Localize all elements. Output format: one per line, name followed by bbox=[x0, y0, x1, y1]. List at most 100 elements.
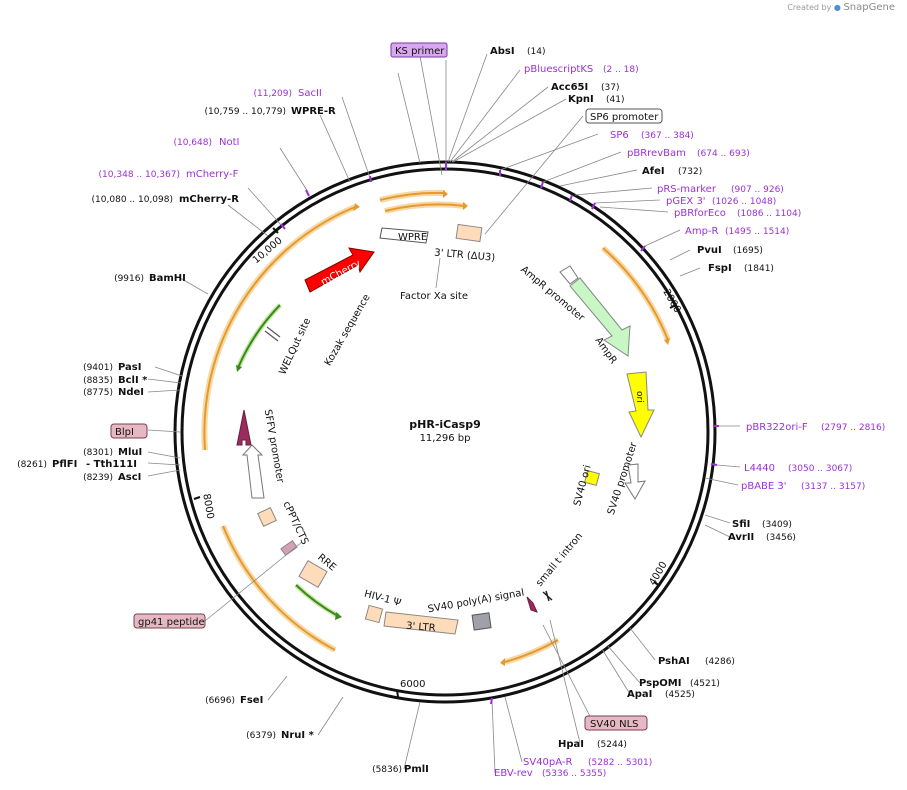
orf-arc-top-2-line bbox=[384, 203, 466, 212]
label-3ltr: 3' LTR bbox=[406, 621, 436, 635]
site-pshai[interactable]: PshAI bbox=[658, 656, 690, 667]
site-afei[interactable]: AfeI bbox=[642, 166, 665, 177]
site-acc65i[interactable]: Acc65I bbox=[551, 82, 588, 93]
snapgene-branding: Created by ● SnapGene bbox=[787, 2, 895, 13]
site-fsei[interactable]: FseI bbox=[240, 695, 263, 706]
sv40-nls-glyph[interactable] bbox=[526, 596, 538, 613]
gp41-peptide-label: gp41 peptide bbox=[138, 617, 205, 628]
ori-arrow[interactable] bbox=[626, 371, 655, 439]
primer-pgex3[interactable]: pGEX 3' bbox=[666, 196, 706, 207]
welqut-glyph[interactable] bbox=[264, 326, 281, 342]
site-asci-pos: (8239) bbox=[83, 473, 113, 483]
site-blpi[interactable]: NdeI bbox=[118, 387, 144, 398]
ampr-promoter-arrow[interactable] bbox=[559, 265, 579, 285]
site-ndei-pos: (8835) bbox=[83, 376, 113, 386]
primer-prs-marker[interactable]: pRS-marker bbox=[657, 184, 717, 195]
snapgene-name: SnapGene bbox=[843, 2, 895, 13]
label-wpre: WPRE bbox=[398, 232, 427, 243]
primer-mcherry-f-pos: (10,648) bbox=[173, 138, 212, 148]
sp6-promoter-box[interactable] bbox=[585, 108, 663, 124]
backbone-ticks bbox=[193, 227, 677, 698]
site-asci[interactable]: AscI bbox=[118, 472, 141, 483]
site-sfii-pos: (3409) bbox=[762, 520, 792, 530]
primer-pbrrevbam[interactable]: pBRrevBam bbox=[627, 148, 686, 159]
primer-l4440[interactable]: L4440 bbox=[744, 463, 775, 474]
ltr-box[interactable] bbox=[383, 611, 459, 635]
primer-amp-r[interactable]: Amp-R bbox=[685, 226, 719, 237]
site-bamhi[interactable]: mCherry-R bbox=[179, 194, 239, 205]
primer-pbr322ori-f[interactable]: pBR322ori-F bbox=[746, 422, 808, 433]
site-pshai-pos: (4286) bbox=[705, 657, 735, 667]
orf-arc-bottom-left-line bbox=[222, 525, 336, 651]
site-pasi[interactable]: BamHI bbox=[149, 273, 186, 284]
wpre-box[interactable] bbox=[379, 227, 429, 244]
primer-pbrrevbam-pos: (674 .. 693) bbox=[697, 149, 750, 159]
site-sfii[interactable]: SfiI bbox=[732, 519, 750, 530]
primer-sv40pa-r[interactable]: SV40pA-R bbox=[523, 757, 572, 768]
sv40-promoter-arrow[interactable] bbox=[624, 463, 646, 500]
primer-ebv-rev[interactable]: EBV-rev bbox=[494, 768, 533, 779]
orf-arc-bottom-right-line bbox=[504, 639, 559, 663]
gp41-box[interactable] bbox=[280, 540, 298, 556]
site-fspi[interactable]: FspI bbox=[708, 263, 732, 274]
primer-sp6-pos: (367 .. 384) bbox=[641, 131, 694, 141]
sv40-nls-label: SV40 NLS bbox=[590, 719, 639, 730]
site-nrui[interactable]: NruI * bbox=[281, 730, 315, 741]
primer-pbr322ori-f-pos: (2797 .. 2816) bbox=[821, 423, 885, 433]
primer-pbabe3[interactable]: pBABE 3' bbox=[741, 481, 787, 492]
site-pmli[interactable]: PmlI bbox=[404, 764, 429, 775]
site-fsei-pos: (6696) bbox=[205, 696, 235, 706]
primer-mcherry-r[interactable]: mCherry-F bbox=[186, 169, 239, 180]
label-cppt: cPPT/CTS bbox=[280, 500, 310, 547]
green-arrowhead-2 bbox=[335, 612, 342, 620]
sffv-promoter-arrow[interactable] bbox=[241, 444, 265, 499]
primer-pgex3-pos: (1026 .. 1048) bbox=[712, 197, 776, 207]
green-arc-left-line bbox=[237, 304, 281, 369]
polyA-box[interactable] bbox=[471, 612, 492, 631]
site-tth111i[interactable]: - Tth111I bbox=[86, 459, 137, 470]
primer-mcherry-f[interactable]: NotI bbox=[219, 137, 239, 148]
sv40-nls-box[interactable] bbox=[584, 715, 648, 731]
mcherry-arrow[interactable] bbox=[304, 247, 375, 293]
site-pvui[interactable]: PvuI bbox=[697, 245, 722, 256]
site-pflfi[interactable]: PflFI bbox=[52, 459, 77, 470]
cppt-box[interactable] bbox=[257, 507, 277, 527]
site-ndei[interactable]: BclI * bbox=[118, 375, 148, 386]
orf-arc-top-1-line bbox=[379, 191, 446, 201]
primer-pbrforeco-pos: (1086 .. 1104) bbox=[737, 209, 801, 219]
site-tth111i-pos: (8261) bbox=[17, 460, 47, 470]
ks-primer-box[interactable] bbox=[390, 42, 448, 58]
small-t-intron-glyph[interactable] bbox=[542, 590, 553, 602]
site-kpni[interactable]: KpnI bbox=[568, 94, 594, 105]
primer-wpre-r[interactable]: SacII bbox=[298, 88, 322, 99]
sv40-ori-box[interactable] bbox=[584, 470, 600, 486]
site-bcli[interactable]: PasI bbox=[118, 362, 141, 373]
dmrb-box[interactable] bbox=[110, 423, 148, 439]
rre-box[interactable] bbox=[298, 560, 328, 588]
site-hpai[interactable]: HpaI bbox=[558, 739, 584, 750]
site-pspomi-pos: (4521) bbox=[690, 679, 720, 689]
primer-pbluescriptks[interactable]: pBluescriptKS bbox=[524, 64, 593, 75]
hiv-psi-box[interactable] bbox=[364, 604, 384, 624]
site-apai[interactable]: ApaI bbox=[627, 689, 652, 700]
ltr-du3-box[interactable] bbox=[455, 223, 483, 243]
site-avrii[interactable]: AvrII bbox=[728, 532, 754, 543]
gp41-peptide-box[interactable] bbox=[133, 613, 206, 629]
tick-8000: 8000 bbox=[200, 493, 215, 520]
ampr-arrow[interactable] bbox=[569, 277, 631, 357]
site-noti[interactable]: WPRE-R bbox=[291, 106, 336, 117]
site-pspomi[interactable]: PspOMI bbox=[639, 678, 681, 689]
site-kpni-pos: (41) bbox=[606, 95, 624, 105]
primer-pbrforeco[interactable]: pBRforEco bbox=[674, 208, 726, 219]
sffv-arrow[interactable] bbox=[236, 409, 252, 446]
primer-markers bbox=[280, 162, 719, 705]
site-nrui-pos: (6379) bbox=[246, 731, 276, 741]
primer-sp6[interactable]: SP6 bbox=[610, 130, 629, 141]
orf-arc-bottom-left bbox=[220, 524, 337, 653]
site-absi[interactable]: AbsI bbox=[490, 46, 515, 57]
site-mlui[interactable]: MluI bbox=[118, 447, 142, 458]
site-blpi-pos: (8775) bbox=[83, 388, 113, 398]
primer-sv40pa-r-pos: (5282 .. 5301) bbox=[588, 758, 652, 768]
left-labels: (5836) PmlI (6379) NruI * (6696) FseI (8… bbox=[17, 88, 429, 775]
site-bamhi-pos: (10,080 .. 10,098) bbox=[92, 195, 173, 205]
